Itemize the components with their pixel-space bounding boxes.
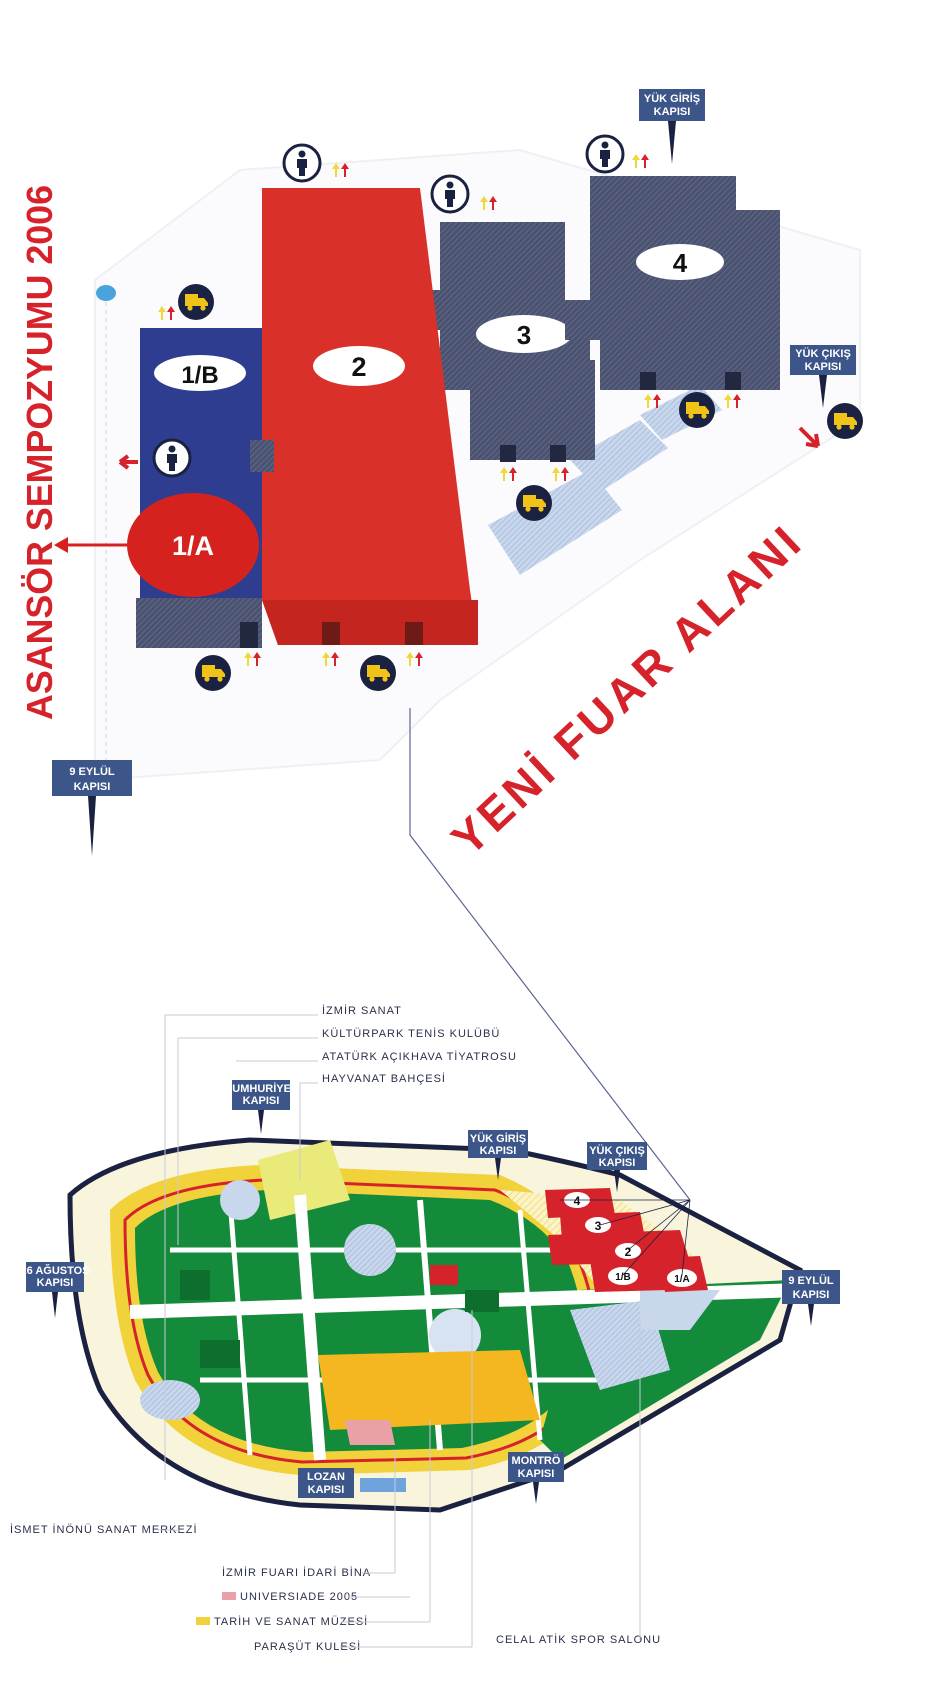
marker-dot [96, 285, 116, 301]
svg-text:KAPISI: KAPISI [74, 781, 111, 793]
svg-text:YÜK GİRİŞ: YÜK GİRİŞ [644, 92, 700, 105]
hall-3[interactable]: 3 [440, 222, 595, 462]
gate-sign-26-agustos: 26 AĞUSTOS KAPISI [20, 1262, 90, 1318]
svg-text:2: 2 [625, 1245, 632, 1259]
svg-text:KAPISI: KAPISI [654, 106, 691, 118]
svg-text:KAPISI: KAPISI [480, 1145, 517, 1157]
legend-swatch-universiade [222, 1592, 236, 1600]
callout-label: 1/A [172, 531, 214, 561]
hall-4[interactable]: 4 [570, 176, 780, 390]
gate-sign-9-eylul-bottom: 9 EYLÜL KAPISI [782, 1270, 840, 1326]
gate-sign-yuk-cikis-bottom: YÜK ÇIKIŞ KAPISI [587, 1142, 647, 1192]
person-icon [152, 438, 192, 478]
svg-text:9 EYLÜL: 9 EYLÜL [69, 765, 115, 778]
truck-icon [360, 655, 396, 691]
gate-sign-yuk-cikis-top: YÜK ÇIKIŞ KAPISI [790, 345, 856, 408]
person-icon [282, 143, 322, 183]
hall-2-label: 2 [351, 352, 366, 382]
gate-sign-yuk-giris-top: YÜK GİRİŞ KAPISI [639, 89, 705, 164]
svg-text:3: 3 [595, 1219, 602, 1233]
hall-4-label: 4 [673, 248, 688, 278]
leader-line [409, 708, 691, 1201]
label-ataturk-acikhava: ATATÜRK AÇIKHAVA TİYATROSU [322, 1050, 517, 1063]
truck-icon [178, 284, 214, 320]
arrow-icon [632, 154, 649, 168]
svg-text:YÜK ÇIKIŞ: YÜK ÇIKIŞ [795, 347, 851, 360]
svg-text:KAPISI: KAPISI [518, 1468, 555, 1480]
overview-map: 4 3 2 1/B 1/A [67, 1137, 803, 1513]
svg-text:CUMHURİYET: CUMHURİYET [224, 1082, 298, 1095]
svg-text:KAPISI: KAPISI [37, 1277, 74, 1289]
gate-sign-lozan: LOZAN KAPISI [298, 1468, 354, 1498]
svg-text:KAPISI: KAPISI [599, 1157, 636, 1169]
label-kulturpark-tenis: KÜLTÜRPARK TENİS KULÜBÜ [322, 1027, 500, 1040]
label-izmir-fuari-idari: İZMİR FUARI İDARİ BİNA [222, 1566, 371, 1579]
truck-icon [516, 485, 552, 521]
svg-text:4: 4 [574, 1194, 581, 1208]
bottom-labels: İSMET İNÖNÜ SANAT MERKEZİ İZMİR FUARI İD… [10, 1310, 661, 1653]
truck-icon [827, 403, 863, 439]
label-hayvanat-bahcesi: HAYVANAT BAHÇESİ [322, 1072, 446, 1085]
svg-text:KAPISI: KAPISI [805, 361, 842, 373]
hall-1a[interactable] [136, 598, 262, 648]
label-universiade: UNIVERSIADE 2005 [240, 1591, 358, 1603]
svg-text:LOZAN: LOZAN [307, 1471, 345, 1483]
truck-icon [195, 655, 231, 691]
symposium-title: ASANSÖR SEMPOZYUMU 2006 [19, 185, 60, 720]
gate-sign-9-eylul-top: 9 EYLÜL KAPISI [52, 760, 132, 856]
hall-3-label: 3 [517, 320, 531, 350]
landmark-labels: İZMİR SANAT KÜLTÜRPARK TENİS KULÜBÜ ATAT… [164, 1004, 517, 1480]
connector [565, 300, 605, 340]
person-icon [585, 134, 625, 174]
svg-text:MONTRÖ: MONTRÖ [512, 1454, 561, 1467]
legend-swatch-museum [196, 1617, 210, 1625]
svg-text:KAPISI: KAPISI [793, 1289, 830, 1301]
svg-text:YÜK ÇIKIŞ: YÜK ÇIKIŞ [589, 1144, 645, 1157]
exit-arrow [118, 454, 138, 470]
label-parasut-kulesi: PARAŞÜT KULESİ [254, 1640, 361, 1653]
svg-text:KAPISI: KAPISI [308, 1484, 345, 1496]
label-tarih-sanat: TARİH VE SANAT MÜZESİ [214, 1615, 368, 1628]
svg-text:KAPISI: KAPISI [243, 1095, 280, 1107]
hall-1a-callout[interactable]: 1/A [54, 493, 259, 597]
svg-text:YÜK GİRİŞ: YÜK GİRİŞ [470, 1132, 526, 1145]
hall-1b-label: 1/B [181, 362, 218, 389]
label-izmir-sanat: İZMİR SANAT [322, 1004, 402, 1017]
hall-2[interactable]: 2 [262, 188, 478, 645]
svg-text:26 AĞUSTOS: 26 AĞUSTOS [20, 1264, 89, 1277]
gate-sign-yuk-giris-bottom: YÜK GİRİŞ KAPISI [468, 1130, 528, 1180]
label-ismet-inonu: İSMET İNÖNÜ SANAT MERKEZİ [10, 1523, 198, 1536]
svg-text:1/A: 1/A [674, 1274, 690, 1285]
gate-sign-montro: MONTRÖ KAPISI [508, 1452, 564, 1504]
exit-arrow [798, 426, 820, 448]
svg-text:1/B: 1/B [615, 1272, 631, 1283]
svg-text:9 EYLÜL: 9 EYLÜL [788, 1274, 834, 1287]
gate-sign-cumhuriyet: CUMHURİYET KAPISI [224, 1080, 298, 1134]
person-icon [430, 174, 470, 214]
label-celal-atik: CELAL ATİK SPOR SALONU [496, 1633, 661, 1646]
truck-icon [679, 392, 715, 428]
